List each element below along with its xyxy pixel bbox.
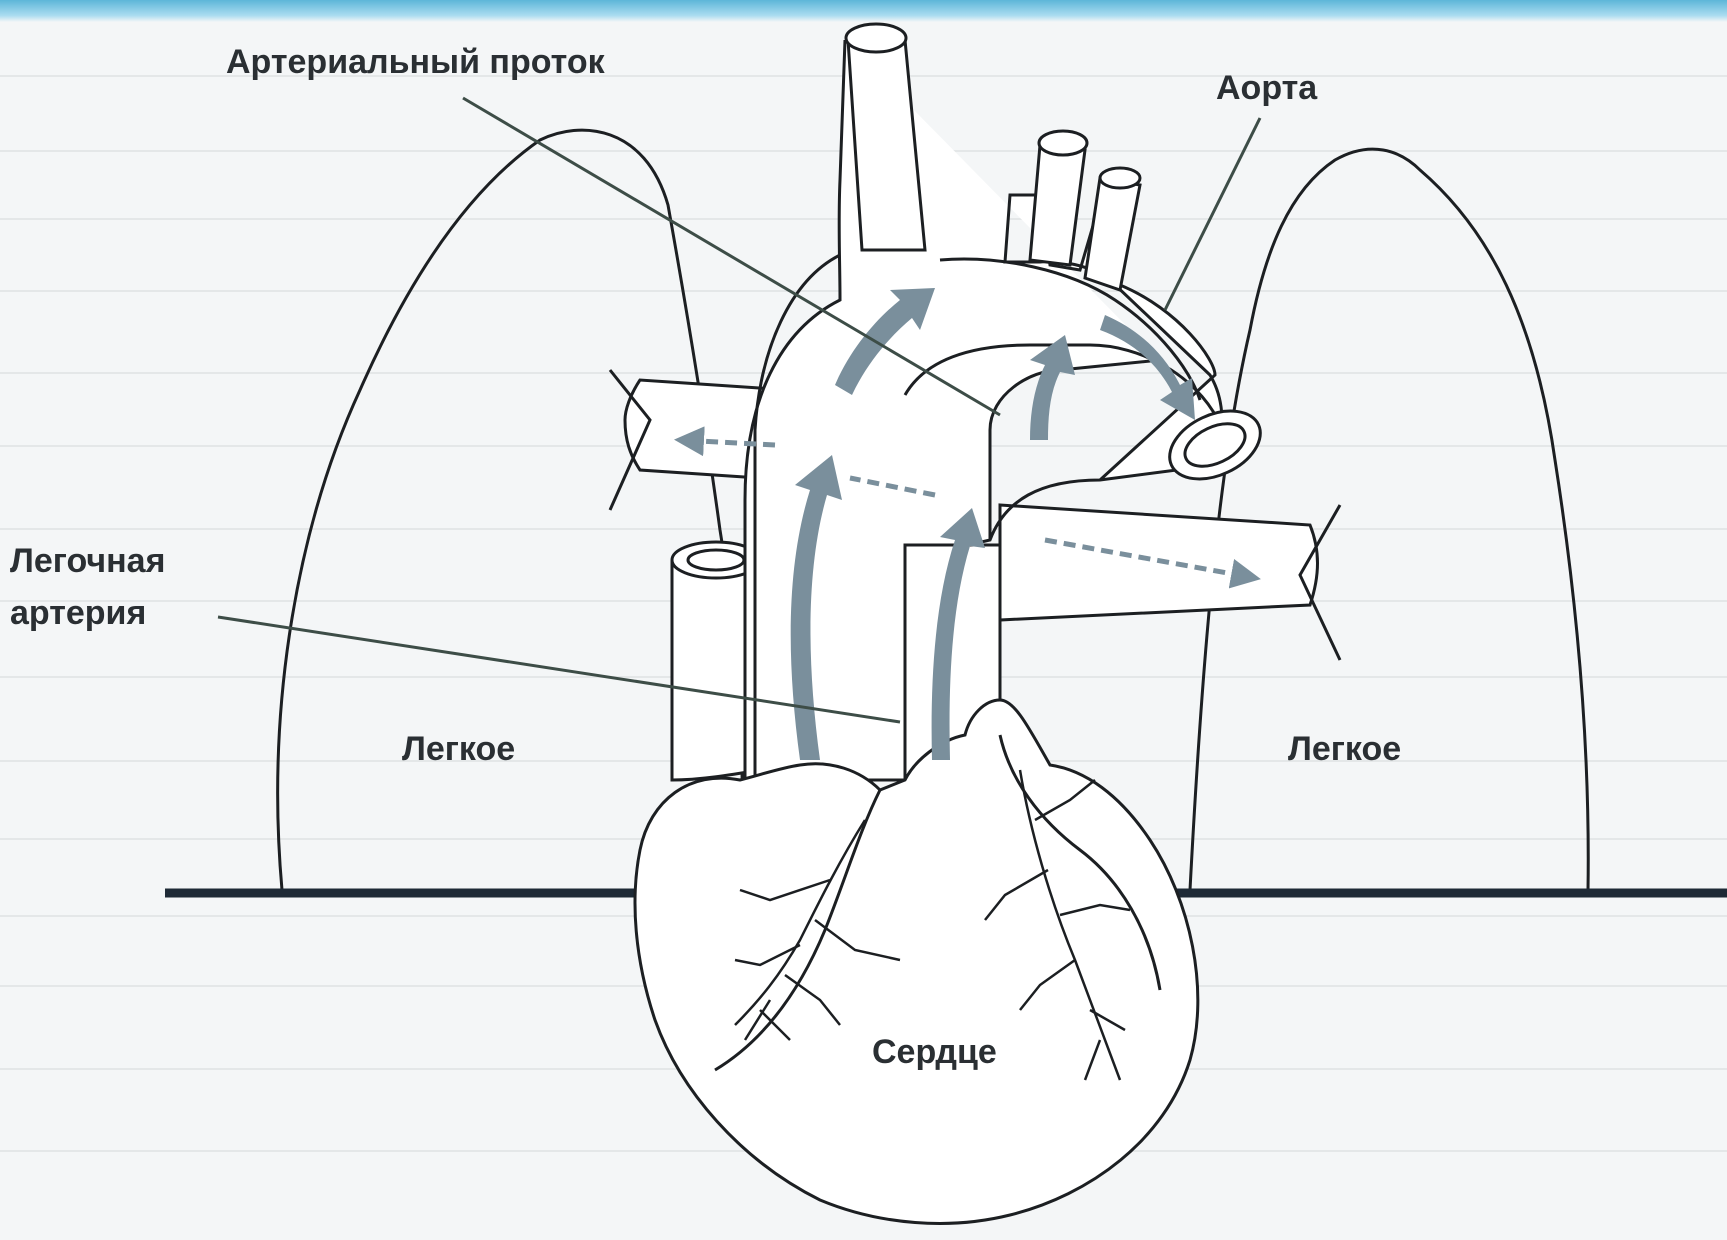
label-aorta: Аорта xyxy=(1216,66,1317,110)
heart-body xyxy=(635,700,1198,1223)
label-pulmonary-artery-line2: артерия xyxy=(10,587,165,639)
label-ductus-arteriosus: Артериальный проток xyxy=(226,40,605,84)
right-pulmonary-branch xyxy=(1000,505,1340,660)
label-pulmonary-artery: Легочная артерия xyxy=(10,535,165,639)
label-pulmonary-artery-line1: Легочная xyxy=(10,535,165,587)
leader-aorta xyxy=(1165,118,1260,310)
label-lung-right: Легкое xyxy=(1288,727,1401,771)
right-lung xyxy=(1190,149,1588,890)
label-lung-left: Легкое xyxy=(402,727,515,771)
label-heart: Сердце xyxy=(872,1030,997,1074)
